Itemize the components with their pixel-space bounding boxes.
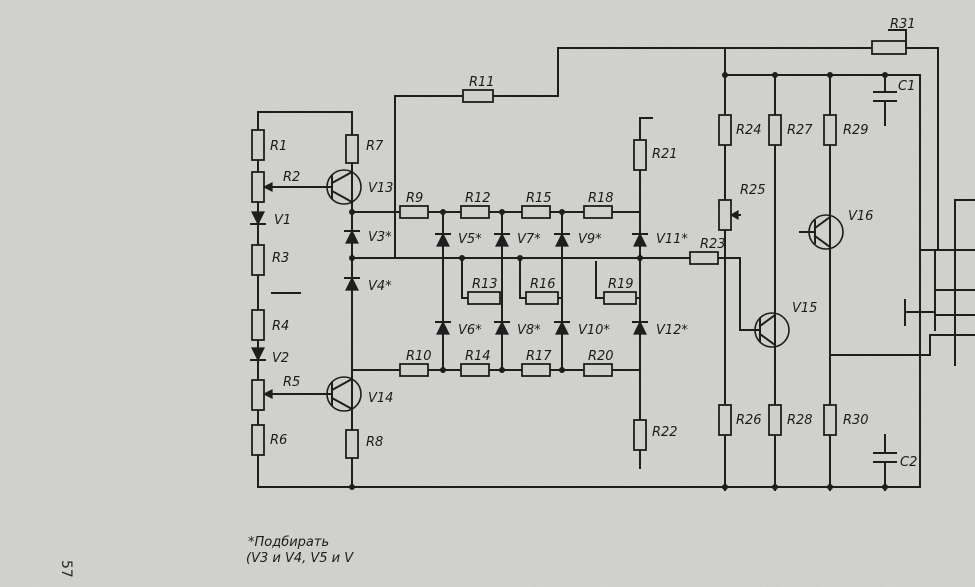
resistor-R6 — [251, 424, 265, 456]
label-R13: R13 — [472, 277, 498, 292]
label-V9: V9* — [578, 232, 602, 247]
resistor-R14 — [460, 363, 490, 377]
resistor-R28 — [768, 404, 782, 436]
resistor-R16 — [525, 291, 559, 305]
resistor-R8 — [345, 429, 359, 459]
resistor-R1 — [251, 129, 265, 161]
label-R16: R16 — [530, 277, 556, 292]
resistor-R27 — [768, 114, 782, 146]
label-V5: V5* — [458, 232, 482, 247]
resistor-R5 — [251, 379, 265, 411]
label-R14: R14 — [465, 349, 491, 364]
label-V10: V10* — [578, 323, 610, 338]
label-R1: R1 — [270, 139, 287, 154]
label-V6: V6* — [458, 323, 482, 338]
resistor-R17 — [521, 363, 551, 377]
footnote-line-1: *Подбирать — [248, 535, 330, 550]
label-R15: R15 — [526, 191, 552, 206]
resistor-R15 — [521, 205, 551, 219]
resistors — [251, 40, 907, 459]
label-R31: R31 — [890, 17, 916, 32]
label-R27: R27 — [787, 123, 813, 138]
resistor-R29 — [823, 114, 837, 146]
footnote-line-2: (V3 и V4, V5 и V — [246, 551, 354, 566]
label-C2: C2 — [900, 455, 917, 470]
label-V4: V4* — [368, 279, 392, 294]
label-V13: V13 — [368, 181, 393, 196]
resistor-R26 — [718, 404, 732, 436]
label-R12: R12 — [465, 191, 491, 206]
resistor-R7 — [345, 134, 359, 164]
resistor-R21 — [633, 139, 647, 171]
label-R4: R4 — [272, 319, 289, 334]
label-R8: R8 — [366, 435, 383, 450]
resistor-R12 — [460, 205, 490, 219]
resistor-R18 — [583, 205, 613, 219]
resistor-R31 — [871, 40, 907, 55]
label-V3: V3* — [368, 230, 392, 245]
resistor-R9 — [399, 205, 429, 219]
label-V7: V7* — [517, 232, 541, 247]
resistor-R20 — [583, 363, 613, 377]
label-R2: R2 — [283, 170, 300, 185]
label-R28: R28 — [787, 413, 813, 428]
label-V1: V1 — [274, 213, 291, 228]
label-R29: R29 — [843, 123, 869, 138]
resistor-R25 — [718, 199, 732, 231]
resistor-R22 — [633, 419, 647, 451]
label-V12: V12* — [656, 323, 688, 338]
label-R22: R22 — [652, 425, 678, 440]
label-R30: R30 — [843, 413, 869, 428]
label-R6: R6 — [270, 433, 287, 448]
label-R23: R23 — [700, 237, 726, 252]
label-R10: R10 — [406, 349, 432, 364]
label-V15: V15 — [792, 301, 817, 316]
label-V14: V14 — [368, 391, 393, 406]
label-V2: V2 — [272, 351, 289, 366]
label-R17: R17 — [526, 349, 552, 364]
junction-dots — [349, 72, 888, 490]
component-labels: R1 R2 V1 R3 R4 V2 R5 R6 R7 V13 V3* V4* V… — [270, 17, 917, 470]
resistor-R23 — [689, 251, 719, 265]
label-R19: R19 — [608, 277, 634, 292]
resistor-R4 — [251, 309, 265, 341]
label-R9: R9 — [406, 191, 423, 206]
resistor-R24 — [718, 114, 732, 146]
label-R5: R5 — [283, 375, 300, 390]
capacitors — [873, 91, 897, 473]
resistor-R2 — [251, 171, 265, 203]
label-R3: R3 — [272, 251, 289, 266]
resistor-R3 — [251, 244, 265, 276]
label-R21: R21 — [652, 147, 678, 162]
label-V16: V16 — [848, 209, 873, 224]
transistors — [326, 162, 844, 431]
label-R18: R18 — [588, 191, 614, 206]
label-R7: R7 — [366, 139, 384, 154]
resistor-R11 — [462, 89, 494, 103]
resistor-R30 — [823, 404, 837, 436]
page-number: 57 — [58, 560, 74, 578]
label-R24: R24 — [736, 123, 762, 138]
label-R26: R26 — [736, 413, 762, 428]
resistor-R19 — [603, 291, 637, 305]
label-V8: V8* — [517, 323, 541, 338]
resistor-R10 — [399, 363, 429, 377]
label-R20: R20 — [588, 349, 614, 364]
diodes — [250, 211, 648, 362]
label-R25: R25 — [740, 183, 766, 198]
pot-wipers — [262, 29, 907, 399]
label-R11: R11 — [469, 75, 495, 90]
label-V11: V11* — [656, 232, 688, 247]
label-C1: C1 — [898, 79, 915, 94]
resistor-R13 — [467, 291, 501, 305]
